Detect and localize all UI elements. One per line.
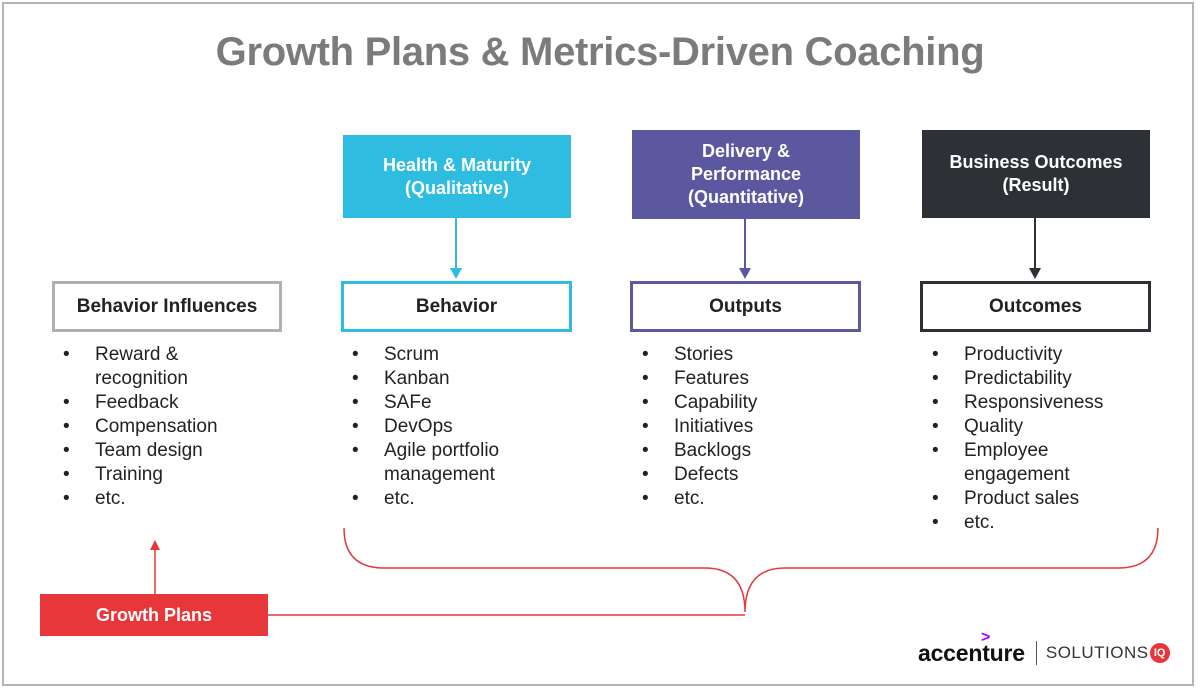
behavior-header: Behavior: [341, 281, 572, 332]
growth-plans-label: Growth Plans: [95, 604, 212, 625]
delivery-performance-label: Delivery & Performance (Quantitative): [687, 141, 804, 207]
list-item: etc.: [632, 487, 847, 511]
behavior-influences-list: Reward & recognition Feedback Compensati…: [53, 343, 268, 511]
health-maturity-label: Health & Maturity (Qualitative): [382, 154, 532, 198]
arrowhead-health: [450, 268, 462, 279]
outputs-header: Outputs: [630, 281, 861, 332]
list-item: Employee engagement: [922, 439, 1127, 487]
curly-brace: [343, 527, 1159, 613]
list-item: Stories: [632, 343, 847, 367]
accenture-wordmark: > accenture: [918, 629, 1025, 667]
accenture-text: accenture: [918, 639, 1025, 666]
iq-badge-icon: IQ: [1149, 643, 1170, 663]
list-item: Feedback: [53, 391, 268, 415]
list-item: Agile portfolio management: [342, 439, 547, 487]
behavior-list: Scrum Kanban SAFe DevOps Agile portfolio…: [342, 343, 547, 511]
solutions-text: SOLUTIONS: [1045, 643, 1149, 662]
list-item: Productivity: [922, 343, 1127, 367]
list-item: Initiatives: [632, 415, 847, 439]
list-item: Kanban: [342, 367, 547, 391]
growth-plans-box: Growth Plans: [40, 594, 268, 636]
list-item: Defects: [632, 463, 847, 487]
behavior-influences-header: Behavior Influences: [52, 281, 282, 332]
delivery-performance-box: Delivery & Performance (Quantitative): [632, 130, 860, 219]
outcomes-list: Productivity Predictability Responsivene…: [922, 343, 1127, 535]
outputs-list: Stories Features Capability Initiatives …: [632, 343, 847, 511]
list-item: etc.: [53, 487, 268, 511]
arrowhead-growth: [150, 540, 160, 550]
outputs-label: Outputs: [709, 295, 782, 317]
health-maturity-box: Health & Maturity (Qualitative): [343, 135, 571, 218]
list-item: Reward & recognition: [53, 343, 268, 391]
list-item: Team design: [53, 439, 268, 463]
list-item: etc.: [922, 511, 1127, 535]
list-item: Features: [632, 367, 847, 391]
list-item: Quality: [922, 415, 1127, 439]
arrowhead-business: [1029, 268, 1041, 279]
list-item: Product sales: [922, 487, 1127, 511]
accenture-caret-icon: >: [981, 628, 991, 646]
list-item: Backlogs: [632, 439, 847, 463]
list-item: Compensation: [53, 415, 268, 439]
list-item: etc.: [342, 487, 547, 511]
outcomes-label: Outcomes: [989, 295, 1082, 317]
slide-title: Growth Plans & Metrics-Driven Coaching: [215, 30, 985, 74]
behavior-label: Behavior: [415, 295, 498, 317]
list-item: Training: [53, 463, 268, 487]
behavior-influences-label: Behavior Influences: [76, 295, 258, 317]
list-item: Predictability: [922, 367, 1127, 391]
logo-divider: [1035, 641, 1037, 665]
list-item: SAFe: [342, 391, 547, 415]
accenture-solutionsiq-logo: > accenture SOLUTIONS IQ: [918, 629, 1170, 668]
business-outcomes-box: Business Outcomes (Result): [922, 130, 1150, 218]
list-item: Responsiveness: [922, 391, 1127, 415]
list-item: DevOps: [342, 415, 547, 439]
list-item: Capability: [632, 391, 847, 415]
outcomes-header: Outcomes: [920, 281, 1151, 332]
business-outcomes-label: Business Outcomes (Result): [949, 152, 1123, 195]
arrowhead-delivery: [739, 268, 751, 279]
list-item: Scrum: [342, 343, 547, 367]
